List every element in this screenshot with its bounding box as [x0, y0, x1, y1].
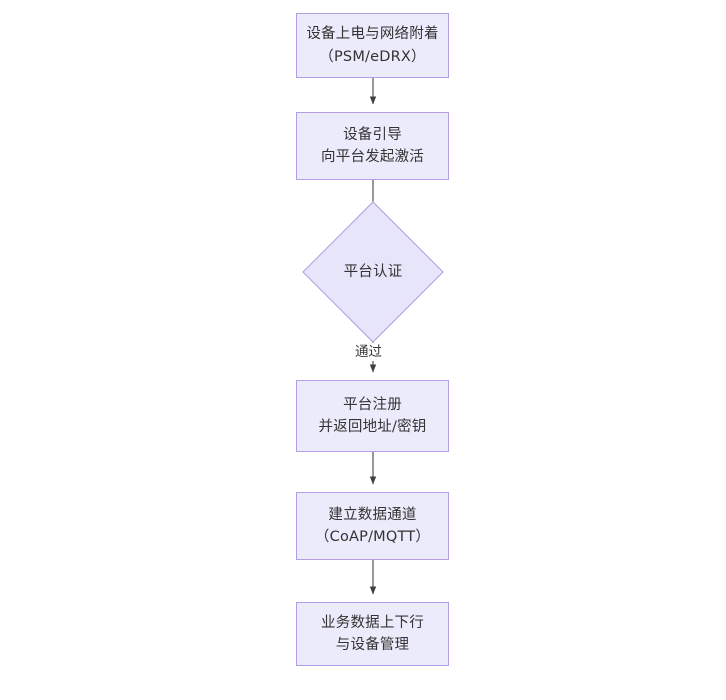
- node-device-bootstrap[interactable]: 设备引导 向平台发起激活: [296, 112, 449, 180]
- edge-label-pass: 通过: [352, 343, 385, 362]
- node-device-power-on[interactable]: 设备上电与网络附着 （PSM/eDRX）: [296, 13, 449, 78]
- node-label: 平台注册 并返回地址/密钥: [318, 396, 427, 435]
- edge-label-text: 通过: [355, 344, 382, 360]
- node-label: 设备上电与网络附着 （PSM/eDRX）: [306, 26, 439, 65]
- node-label: 设备引导 向平台发起激活: [321, 126, 424, 165]
- node-label: 建立数据通道 （CoAP/MQTT）: [314, 506, 431, 545]
- node-business-data-and-management[interactable]: 业务数据上下行 与设备管理: [296, 602, 449, 666]
- node-label: 业务数据上下行 与设备管理: [321, 614, 424, 653]
- node-platform-register[interactable]: 平台注册 并返回地址/密钥: [296, 380, 449, 452]
- node-platform-auth-decision[interactable]: [302, 201, 444, 343]
- node-establish-data-channel[interactable]: 建立数据通道 （CoAP/MQTT）: [296, 492, 449, 560]
